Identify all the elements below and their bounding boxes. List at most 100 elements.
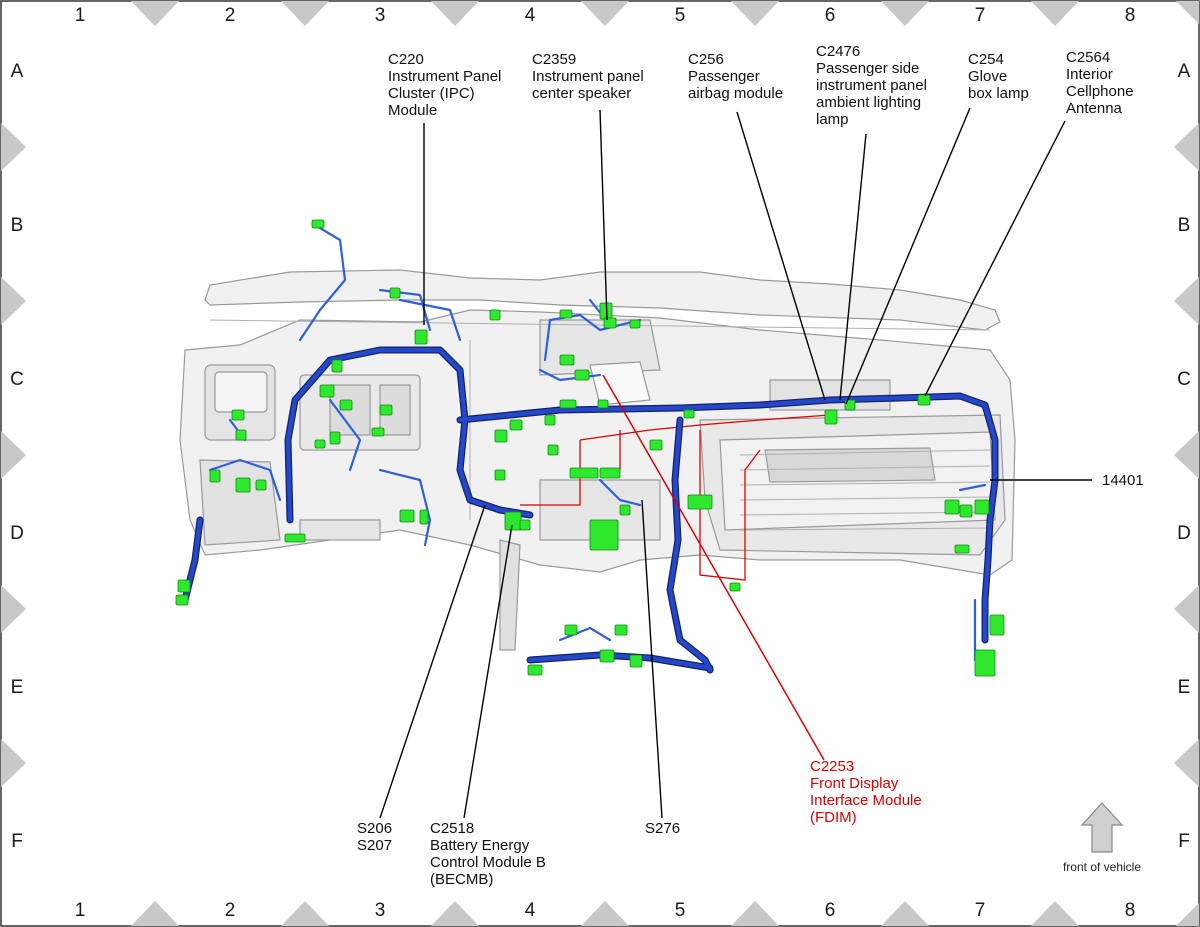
connector xyxy=(629,319,641,329)
connector xyxy=(371,427,385,437)
connector xyxy=(954,544,970,554)
callout-line: instrument panel xyxy=(816,77,927,94)
grid-marker xyxy=(1,123,26,171)
callout-line: Battery Energy xyxy=(430,837,530,854)
grid-marker xyxy=(431,1,479,26)
connector xyxy=(489,309,501,321)
callout-14401: 14401 xyxy=(1102,472,1144,489)
grid-marker xyxy=(1176,1,1199,24)
connector xyxy=(974,649,996,677)
callout-line: (FDIM) xyxy=(810,809,857,826)
orientation-label: front of vehicle xyxy=(1063,860,1141,874)
grid-marker xyxy=(1031,1,1079,26)
connector xyxy=(683,409,695,419)
grid-marker xyxy=(1,585,26,633)
connector xyxy=(311,219,325,229)
connector xyxy=(399,509,415,523)
connector xyxy=(494,469,506,481)
connector xyxy=(649,439,663,451)
connector xyxy=(824,409,838,425)
connector xyxy=(331,359,343,373)
grid-row-label: E xyxy=(1178,677,1191,698)
connector xyxy=(559,354,575,366)
callout-line: box lamp xyxy=(968,85,1029,102)
grid-marker xyxy=(1031,901,1079,926)
callout-line: Control Module B xyxy=(430,854,546,871)
grid-row-label: F xyxy=(11,831,23,852)
grid-row-label: A xyxy=(1178,61,1191,82)
grid-column-label: 2 xyxy=(225,900,236,921)
callout-line: Instrument Panel xyxy=(388,68,501,85)
red-circuit xyxy=(520,414,831,581)
grid-column-label: 7 xyxy=(975,5,986,26)
connector xyxy=(319,384,335,398)
grid-marker xyxy=(131,901,179,926)
main-harness xyxy=(181,223,999,674)
grid-marker xyxy=(1,739,26,787)
callout-line: Interior xyxy=(1066,66,1113,83)
callout-line: C220 xyxy=(388,51,424,68)
grid-row-label: D xyxy=(10,523,24,544)
grid-column-label: 4 xyxy=(525,900,536,921)
fdim-leader-line xyxy=(602,374,825,761)
callout-line: Glove xyxy=(968,68,1007,85)
connector xyxy=(917,394,931,406)
connector xyxy=(339,399,353,411)
connector xyxy=(597,399,609,409)
connector xyxy=(235,429,247,441)
connector xyxy=(729,582,741,592)
grid-marker xyxy=(1,277,26,325)
callout-line: C2564 xyxy=(1066,49,1110,66)
connector xyxy=(974,499,990,515)
callout-line: S207 xyxy=(357,837,392,854)
callout-line: Cluster (IPC) xyxy=(388,85,475,102)
grid-column-label: 6 xyxy=(825,900,836,921)
grid-row-label: C xyxy=(1177,369,1191,390)
connector xyxy=(494,429,508,443)
grid-marker xyxy=(1174,585,1199,633)
connector xyxy=(519,519,531,531)
connector xyxy=(509,419,523,431)
connector xyxy=(414,329,428,345)
connector xyxy=(419,509,429,525)
grid-marker xyxy=(731,1,779,26)
grid-marker xyxy=(581,1,629,26)
grid-column-label: 8 xyxy=(1125,900,1136,921)
grid-marker xyxy=(581,901,629,926)
grid-marker xyxy=(1174,123,1199,171)
connector xyxy=(559,309,573,319)
grid-marker xyxy=(1176,903,1199,926)
callout-line: lamp xyxy=(816,111,849,128)
connector xyxy=(527,664,543,676)
grid-row-label: E xyxy=(11,677,24,698)
svg-text:14401: 14401 xyxy=(1102,472,1144,489)
callout-line: ambient lighting xyxy=(816,94,921,111)
callout-line: Interface Module xyxy=(810,792,922,809)
grid-column-label: 5 xyxy=(675,900,686,921)
connector xyxy=(599,649,615,663)
connector xyxy=(314,439,326,449)
connector xyxy=(547,444,559,456)
grid-marker xyxy=(431,901,479,926)
grid-row-label: A xyxy=(11,61,24,82)
callout-line: Module xyxy=(388,102,437,119)
connector xyxy=(574,369,590,381)
grid-row-label: C xyxy=(10,369,24,390)
connector xyxy=(504,511,522,531)
connector xyxy=(603,317,617,329)
